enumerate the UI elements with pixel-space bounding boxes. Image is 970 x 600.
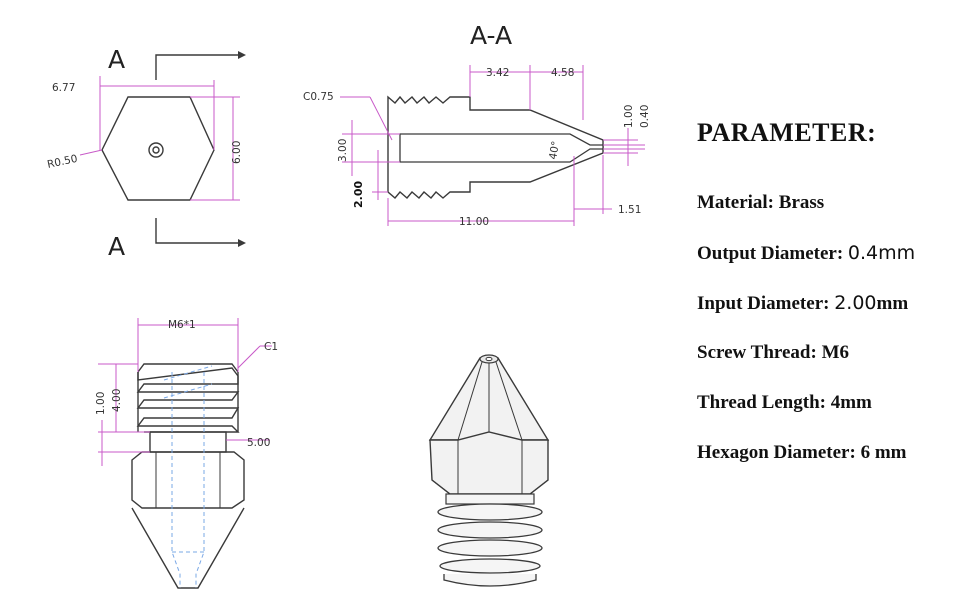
param-label: Input Diameter: <box>697 293 835 314</box>
section-line-top <box>155 54 238 80</box>
param-value: 4mm <box>830 392 872 413</box>
param-label: Material: <box>697 192 779 213</box>
section-line-bottom <box>155 218 238 244</box>
section-title: A-A <box>470 21 512 50</box>
dim-400: 4.00 <box>111 389 123 412</box>
parameter-panel: PARAMETER: Material: Brass Output Diamet… <box>697 118 967 492</box>
param-hexagon-diameter: Hexagon Diameter: 6 mm <box>697 442 967 492</box>
param-unit: mm <box>876 293 909 314</box>
dim-thread: M6*1 <box>168 319 196 331</box>
param-value: M6 <box>821 342 849 363</box>
section-mark-bottom: A <box>108 232 125 261</box>
dim-height: 6.00 <box>231 141 243 164</box>
dim-151: 1.51 <box>618 204 641 216</box>
bore-outer <box>148 142 164 158</box>
dim-040: 0.40 <box>639 105 651 128</box>
bore-inner <box>152 146 160 154</box>
dim-200: 2.00 <box>352 181 365 208</box>
dim-angle: 40° <box>547 140 562 160</box>
nozzle-side-view: M6*1 C1 1.00 4.00 5.00 <box>95 318 278 589</box>
param-label: Hexagon Diameter: <box>697 442 861 463</box>
dim-100-side: 1.00 <box>95 392 107 415</box>
param-input-diameter: Input Diameter: 2.00mm <box>697 292 967 342</box>
section-view-a-a: A-A C0.75 3.42 4.58 1.00 0.40 3.00 <box>303 21 651 228</box>
dim-342: 3.42 <box>486 67 509 79</box>
dim-300: 3.00 <box>337 139 349 162</box>
param-output-diameter: Output Diameter: 0.4mm <box>697 242 967 292</box>
dim-458: 4.58 <box>551 67 574 79</box>
param-screw-thread: Screw Thread: M6 <box>697 342 967 392</box>
dim-width: 6.77 <box>52 82 75 94</box>
param-value: Brass <box>778 192 825 213</box>
param-value: 0.4mm <box>847 242 916 264</box>
section-mark-top: A <box>108 45 125 74</box>
param-label: Output Diameter: <box>697 243 848 264</box>
param-value: 6 mm <box>860 442 907 463</box>
dim-500: 5.00 <box>247 437 270 449</box>
dim-c1: C1 <box>264 341 278 353</box>
arrow-top <box>238 51 246 59</box>
nozzle-3d-view <box>428 354 550 587</box>
param-label: Screw Thread: <box>697 342 822 363</box>
arrow-bottom <box>238 239 246 247</box>
dim-100-right: 1.00 <box>623 105 635 128</box>
param-label: Thread Length: <box>697 392 831 413</box>
dim-chamfer: C0.75 <box>303 91 334 103</box>
param-value: 2.00 <box>834 292 877 314</box>
hexagon-top-view: A A 6.77 6.00 R0.50 <box>46 45 246 261</box>
nozzle-bore <box>399 133 604 163</box>
param-thread-length: Thread Length: 4mm <box>697 392 967 442</box>
dim-1100: 11.00 <box>459 216 489 228</box>
param-material: Material: Brass <box>697 192 967 242</box>
parameter-heading: PARAMETER: <box>697 118 877 147</box>
dim-radius: R0.50 <box>46 153 79 171</box>
